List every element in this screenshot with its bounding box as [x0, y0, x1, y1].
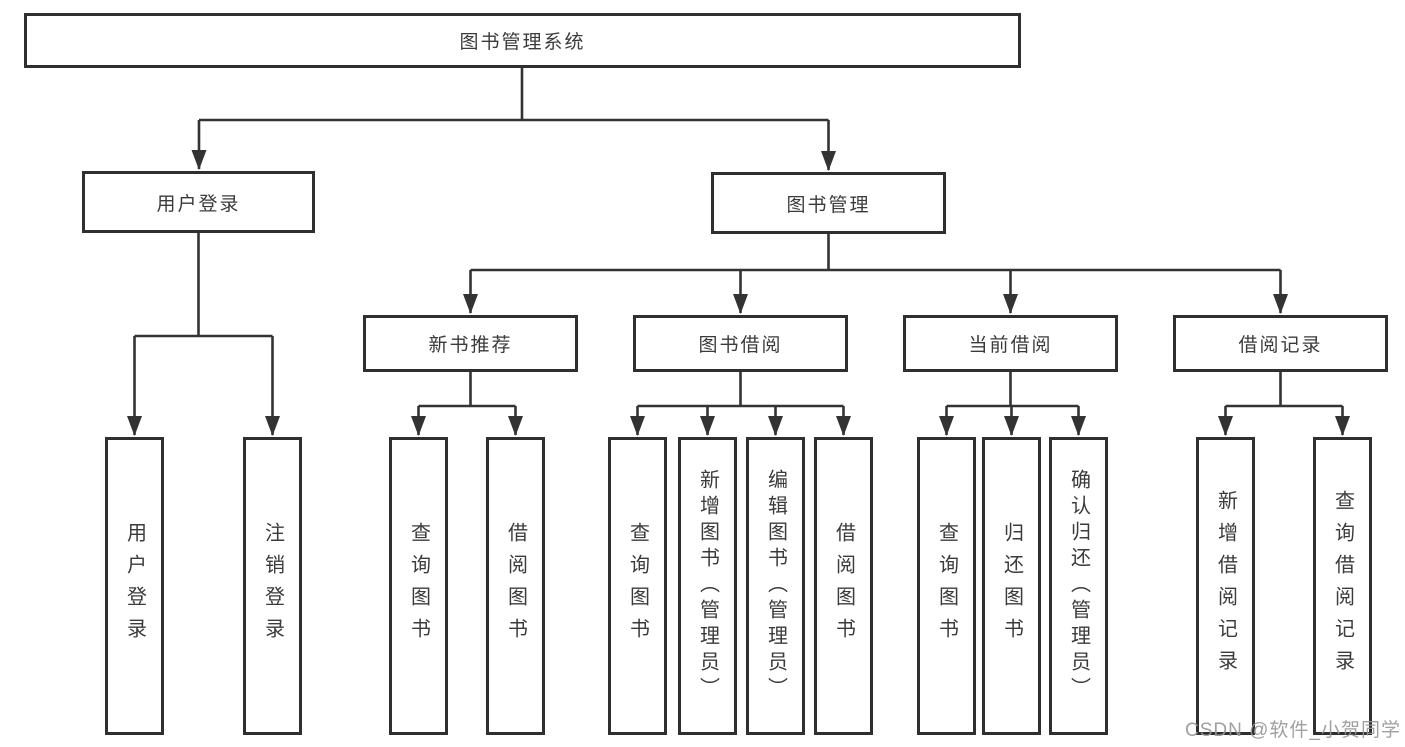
leaf-add-borrow-record: 新增借阅记录 — [1196, 437, 1255, 735]
node-current-borrow: 当前借阅 — [903, 315, 1118, 372]
leaf-add-borrow-record-label: 新增借阅记录 — [1214, 490, 1237, 682]
leaf-logout: 注销登录 — [243, 437, 302, 735]
leaf-query-books-recommend-label: 查询图书 — [407, 522, 430, 650]
leaf-user-login-label: 用户登录 — [123, 522, 146, 650]
leaf-confirm-return-admin: 确认归还（管理员） — [1049, 437, 1108, 735]
leaf-query-borrow-record-label: 查询借阅记录 — [1331, 490, 1354, 682]
csdn-watermark: CSDN @软件_小贺同学 — [1185, 720, 1401, 741]
leaf-edit-book-admin-label: 编辑图书（管理员） — [764, 469, 787, 703]
leaf-query-books-borrow: 查询图书 — [608, 437, 667, 735]
leaf-edit-book-admin: 编辑图书（管理员） — [746, 437, 805, 735]
node-user-login: 用户登录 — [82, 171, 315, 233]
node-borrow-record: 借阅记录 — [1173, 315, 1388, 372]
leaf-borrow-books-recommend-label: 借阅图书 — [504, 522, 527, 650]
leaf-logout-label: 注销登录 — [261, 522, 284, 650]
node-book-management: 图书管理 — [711, 172, 946, 234]
node-new-book-recommend: 新书推荐 — [363, 315, 578, 372]
leaf-add-book-admin-label: 新增图书（管理员） — [696, 469, 719, 703]
leaf-borrow-book: 借阅图书 — [814, 437, 873, 735]
leaf-user-login: 用户登录 — [105, 437, 164, 735]
leaf-query-borrow-record: 查询借阅记录 — [1313, 437, 1372, 735]
leaf-query-books-recommend: 查询图书 — [389, 437, 448, 735]
leaf-query-books-current: 查询图书 — [917, 437, 976, 735]
leaf-borrow-book-label: 借阅图书 — [832, 522, 855, 650]
leaf-return-book-label: 归还图书 — [1000, 522, 1023, 650]
leaf-borrow-books-recommend: 借阅图书 — [486, 437, 545, 735]
leaf-add-book-admin: 新增图书（管理员） — [678, 437, 737, 735]
node-root-library-system: 图书管理系统 — [24, 13, 1021, 68]
leaf-query-books-borrow-label: 查询图书 — [626, 522, 649, 650]
node-book-borrow: 图书借阅 — [633, 315, 848, 372]
leaf-confirm-return-admin-label: 确认归还（管理员） — [1067, 469, 1090, 703]
leaf-query-books-current-label: 查询图书 — [935, 522, 958, 650]
leaf-return-book: 归还图书 — [982, 437, 1041, 735]
